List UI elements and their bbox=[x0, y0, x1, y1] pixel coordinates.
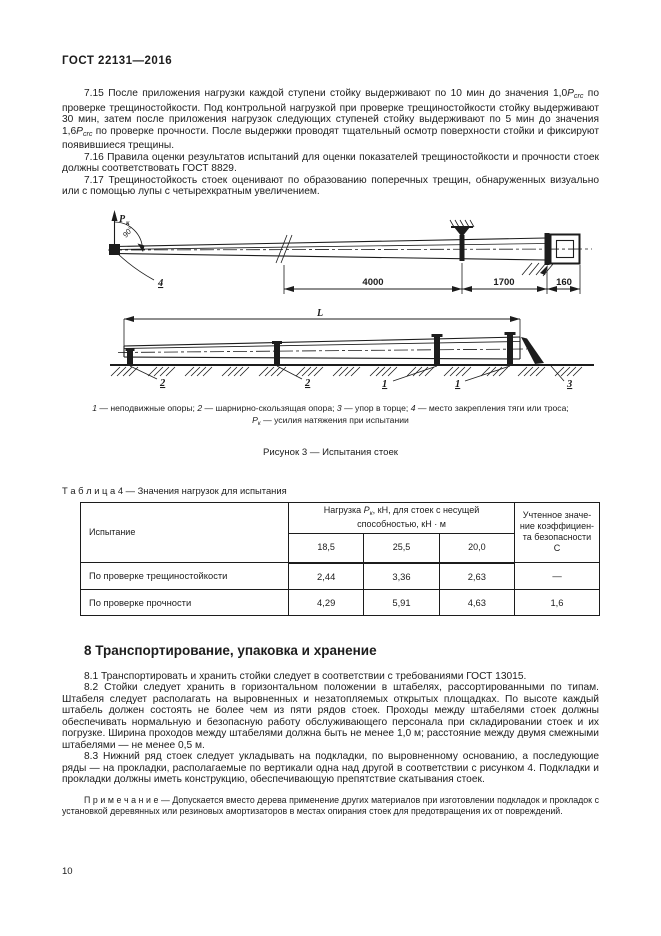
paragraph-7-15: 7.15 После приложения нагрузки каждой ст… bbox=[62, 88, 599, 152]
cell-value: 4,29 bbox=[287, 588, 365, 616]
load-col-18-5: 18,5 bbox=[287, 532, 365, 564]
cell-value: 5,91 bbox=[363, 588, 440, 616]
end-stop-label-3: 3 bbox=[566, 379, 572, 390]
paragraph-8-3: 8.3 Нижний ряд стоек следует укладывать … bbox=[62, 751, 599, 786]
load-col-20-0: 20,0 bbox=[438, 532, 516, 564]
angle-label: 90° bbox=[121, 225, 135, 239]
fixed-support-icon bbox=[504, 331, 516, 365]
cell-value: 2,44 bbox=[287, 562, 365, 590]
paragraph-7-16: 7.16 Правила оценки результатов испытани… bbox=[62, 151, 599, 175]
col-header-test: Испытание bbox=[80, 501, 289, 564]
length-dimension: L bbox=[123, 308, 521, 349]
paragraph-8-1: 8.1 Транспортировать и хранить стойки сл… bbox=[84, 670, 527, 682]
figure-legend: 1 — неподвижные опоры; 2 — шарнирно-скол… bbox=[62, 402, 599, 430]
length-label: L bbox=[316, 308, 323, 319]
table-row: По проверке прочности 4,29 5,91 4,63 1,6 bbox=[80, 588, 600, 616]
fixed-support-icon bbox=[449, 219, 475, 261]
svg-text:к: к bbox=[126, 219, 130, 227]
support-label-1a: 1 bbox=[382, 379, 387, 390]
page-number: 10 bbox=[62, 866, 73, 877]
table-label: Т а б л и ц а 4 — Значения нагрузок для … bbox=[62, 484, 287, 496]
doc-header: ГОСТ 22131—2016 bbox=[62, 55, 173, 67]
row-label: По проверке прочности bbox=[80, 588, 289, 616]
dimension-lines: 4000 1700 160 bbox=[283, 262, 581, 294]
cell-coef: 1,6 bbox=[514, 588, 600, 616]
section-8-title: 8 Транспортирование, упаковка и хранение bbox=[84, 642, 377, 658]
legend-line-2: Pк — усилия натяжения при испытании bbox=[252, 414, 409, 427]
paragraph-8-2: 8.2 Стойки следует хранить в горизонталь… bbox=[62, 682, 599, 751]
sliding-support-icon bbox=[272, 340, 282, 365]
end-stop-icon bbox=[549, 233, 581, 265]
legend-line-1: 1 — неподвижные опоры; 2 — шарнирно-скол… bbox=[92, 402, 569, 413]
test-setup-drawing: P к 90° 4 bbox=[107, 209, 593, 294]
end-support-icon bbox=[521, 232, 554, 277]
cell-value: 3,36 bbox=[363, 562, 440, 590]
end-stop-wedge bbox=[521, 336, 544, 364]
pole-on-supports-drawing: L 2 bbox=[110, 308, 594, 390]
content-area: ГОСТ 22131—2016 7.15 После приложения на… bbox=[62, 55, 600, 825]
attachment-label: 4 bbox=[157, 278, 163, 289]
tie-attachment-point bbox=[109, 243, 120, 255]
dim-4000: 4000 bbox=[362, 277, 383, 288]
row-label: По проверке трещиностойкости bbox=[80, 562, 289, 590]
loads-table: Испытание Нагрузка Pк, кН, для стоек с н… bbox=[80, 501, 600, 616]
sliding-support-icon bbox=[125, 347, 135, 365]
table-row: По проверке трещиностойкости 2,44 3,36 2… bbox=[80, 562, 600, 590]
figure-3: P к 90° 4 bbox=[62, 207, 599, 458]
ground-hatch bbox=[110, 366, 583, 377]
support-label-2a: 2 bbox=[159, 378, 166, 389]
cell-coef: — bbox=[514, 562, 600, 590]
load-col-25-5: 25,5 bbox=[363, 532, 440, 564]
dim-160: 160 bbox=[556, 277, 572, 288]
note-paragraph: П р и м е ч а н и е — Допускается вместо… bbox=[62, 794, 599, 816]
col-header-loads-group: Нагрузка Pк, кН, для стоек с несущей спо… bbox=[288, 501, 515, 534]
force-label: P bbox=[119, 214, 126, 225]
col-header-coef: Учтенное значе- ние коэффициен- та безоп… bbox=[514, 501, 600, 564]
support-label-1b: 1 bbox=[455, 379, 460, 390]
fixed-support-icon bbox=[431, 333, 443, 365]
cell-value: 2,63 bbox=[438, 562, 516, 590]
dim-1700: 1700 bbox=[493, 277, 514, 288]
cell-value: 4,63 bbox=[438, 588, 516, 616]
paragraph-7-17: 7.17 Трещиностойкость стоек оценивают по… bbox=[62, 174, 599, 198]
figure-caption: Рисунок 3 — Испытания стоек bbox=[263, 446, 398, 458]
support-label-2b: 2 bbox=[304, 378, 311, 389]
